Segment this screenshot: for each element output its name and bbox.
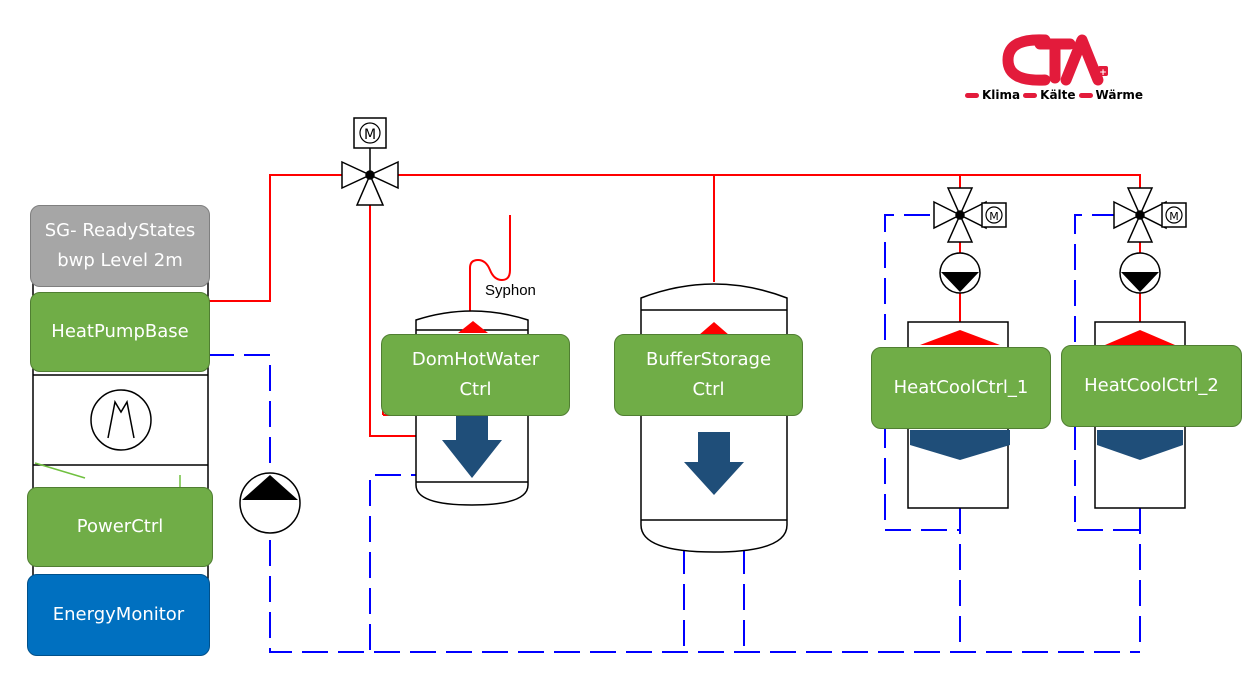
motor-icon: M — [981, 202, 1007, 228]
hot-in-marker — [1105, 330, 1175, 345]
syphon-label: Syphon — [485, 282, 536, 299]
tagline-kaelte: Kälte — [1040, 88, 1076, 102]
electric-line — [34, 462, 86, 479]
hot-out-marker — [458, 321, 488, 333]
motor-icon: M — [353, 117, 387, 149]
power-ctrl-box[interactable]: PowerCtrl — [27, 487, 213, 567]
three-way-valve-icon — [933, 187, 987, 243]
heat-cool-ctrl-1-box[interactable]: HeatCoolCtrl_1 — [871, 347, 1051, 429]
heat-exchange-arrow-icon — [684, 432, 744, 495]
three-way-valve-icon — [341, 148, 399, 206]
dom-hot-water-ctrl-box[interactable]: DomHotWater Ctrl — [381, 334, 570, 416]
tagline-waerme: Wärme — [1095, 88, 1143, 102]
buffer-storage-ctrl-box[interactable]: BufferStorage Ctrl — [614, 334, 803, 416]
tagline-klima: Klima — [982, 88, 1021, 102]
motor-label: M — [364, 127, 376, 143]
three-way-valve-icon — [1113, 187, 1167, 243]
energy-monitor-box[interactable]: EnergyMonitor — [27, 574, 210, 656]
heat-exchange-arrow-icon — [442, 410, 502, 478]
heat-cool-ctrl-2-box[interactable]: HeatCoolCtrl_2 — [1061, 345, 1242, 427]
svg-text:+: + — [1099, 68, 1107, 78]
motor-icon: M — [1161, 202, 1187, 228]
hot-out-marker — [699, 322, 729, 335]
pump-icon — [939, 252, 981, 294]
hot-in-marker — [920, 330, 1000, 345]
motor-label: M — [989, 210, 999, 223]
heat-pump-base-box[interactable]: HeatPumpBase — [30, 292, 210, 372]
logo-tagline: Klima Kälte Wärme — [962, 88, 1143, 102]
compressor-icon — [90, 389, 152, 451]
motor-label: M — [1169, 210, 1179, 223]
heat-exchange-arrow-icon — [910, 430, 1010, 460]
logo-icon: + — [1002, 34, 1108, 86]
pump-icon — [239, 472, 301, 534]
sg-ready-states-box[interactable]: SG- ReadyStates bwp Level 2m — [30, 205, 210, 287]
heat-exchange-arrow-icon — [1097, 430, 1183, 460]
pump-icon — [1119, 252, 1161, 294]
